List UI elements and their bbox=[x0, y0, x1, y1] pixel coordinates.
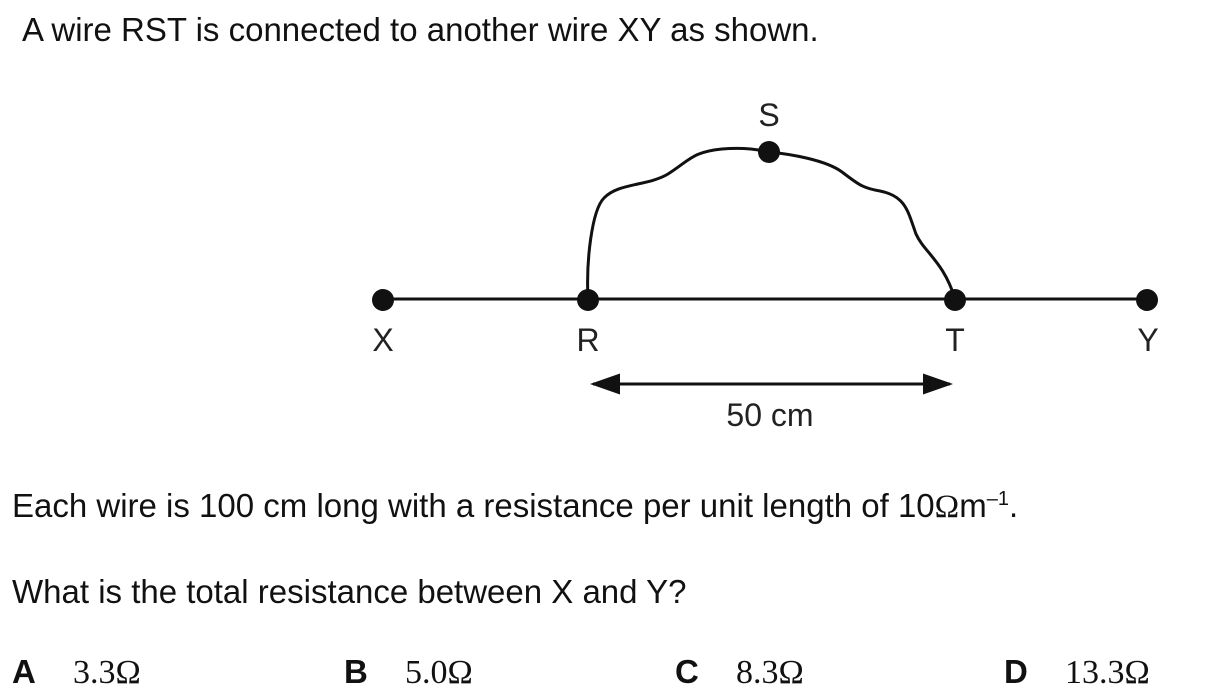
option-a[interactable]: A 3.3Ω bbox=[12, 655, 141, 690]
point-y-dot bbox=[1136, 289, 1158, 311]
label-s: S bbox=[758, 97, 779, 133]
option-c-value: 8.3Ω bbox=[736, 654, 804, 691]
option-b[interactable]: B 5.0Ω bbox=[344, 655, 473, 690]
distance-label: 50 cm bbox=[726, 397, 813, 433]
option-b-value: 5.0Ω bbox=[405, 654, 473, 691]
given-text: Each wire is 100 cm long with a resistan… bbox=[12, 489, 1018, 524]
option-c-letter: C bbox=[675, 653, 699, 690]
wire-rst bbox=[586, 146, 957, 300]
point-x-dot bbox=[372, 289, 394, 311]
label-t: T bbox=[945, 322, 965, 358]
given-prefix: Each wire is 100 cm long with a resistan… bbox=[12, 487, 935, 524]
ohm-symbol: Ω bbox=[934, 489, 960, 525]
given-suffix: . bbox=[1008, 487, 1019, 524]
option-a-value: 3.3Ω bbox=[73, 654, 141, 691]
option-a-letter: A bbox=[12, 653, 36, 690]
point-t-dot bbox=[944, 289, 966, 311]
intro-text: A wire RST is connected to another wire … bbox=[22, 11, 819, 48]
option-d-value: 13.3Ω bbox=[1065, 654, 1150, 691]
point-s-dot bbox=[758, 141, 780, 163]
label-x: X bbox=[372, 322, 393, 358]
option-b-letter: B bbox=[344, 653, 368, 690]
unit-metre: m bbox=[959, 487, 987, 524]
option-d-letter: D bbox=[1004, 653, 1028, 690]
option-c[interactable]: C 8.3Ω bbox=[675, 655, 804, 690]
option-d[interactable]: D 13.3Ω bbox=[1004, 655, 1150, 690]
label-y: Y bbox=[1137, 322, 1158, 358]
label-r: R bbox=[576, 322, 599, 358]
unit-exponent: –1 bbox=[986, 488, 1009, 510]
question-text: What is the total resistance between X a… bbox=[12, 573, 687, 610]
point-r-dot bbox=[577, 289, 599, 311]
